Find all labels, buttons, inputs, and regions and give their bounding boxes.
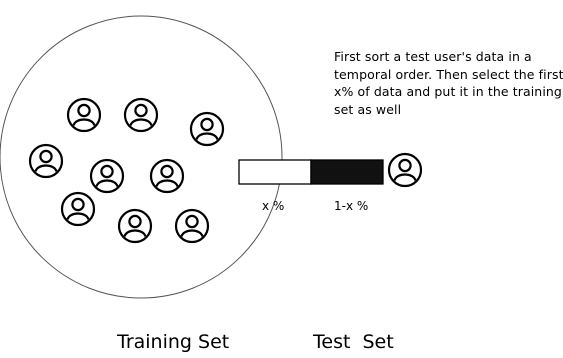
user-icon xyxy=(117,208,153,244)
test-portion-bar xyxy=(310,159,384,185)
split-description: First sort a test user's data in a tempo… xyxy=(334,49,563,117)
user-icon xyxy=(189,111,225,147)
test-user-icon xyxy=(387,152,423,188)
user-icon xyxy=(123,97,159,133)
user-icon xyxy=(28,143,64,179)
user-icon xyxy=(60,191,96,227)
user-icon xyxy=(66,97,102,133)
training-users xyxy=(28,97,225,244)
train-portion-bar xyxy=(238,159,312,185)
test-portion-label: 1-x % xyxy=(334,199,369,213)
user-icon xyxy=(174,208,210,244)
user-icon xyxy=(149,158,185,194)
training-set-label: Training Set xyxy=(117,331,230,353)
test-set-label: Test Set xyxy=(313,331,394,353)
user-icon xyxy=(89,158,125,194)
train-portion-label: x % xyxy=(262,199,285,213)
training-set-circle xyxy=(0,15,283,299)
